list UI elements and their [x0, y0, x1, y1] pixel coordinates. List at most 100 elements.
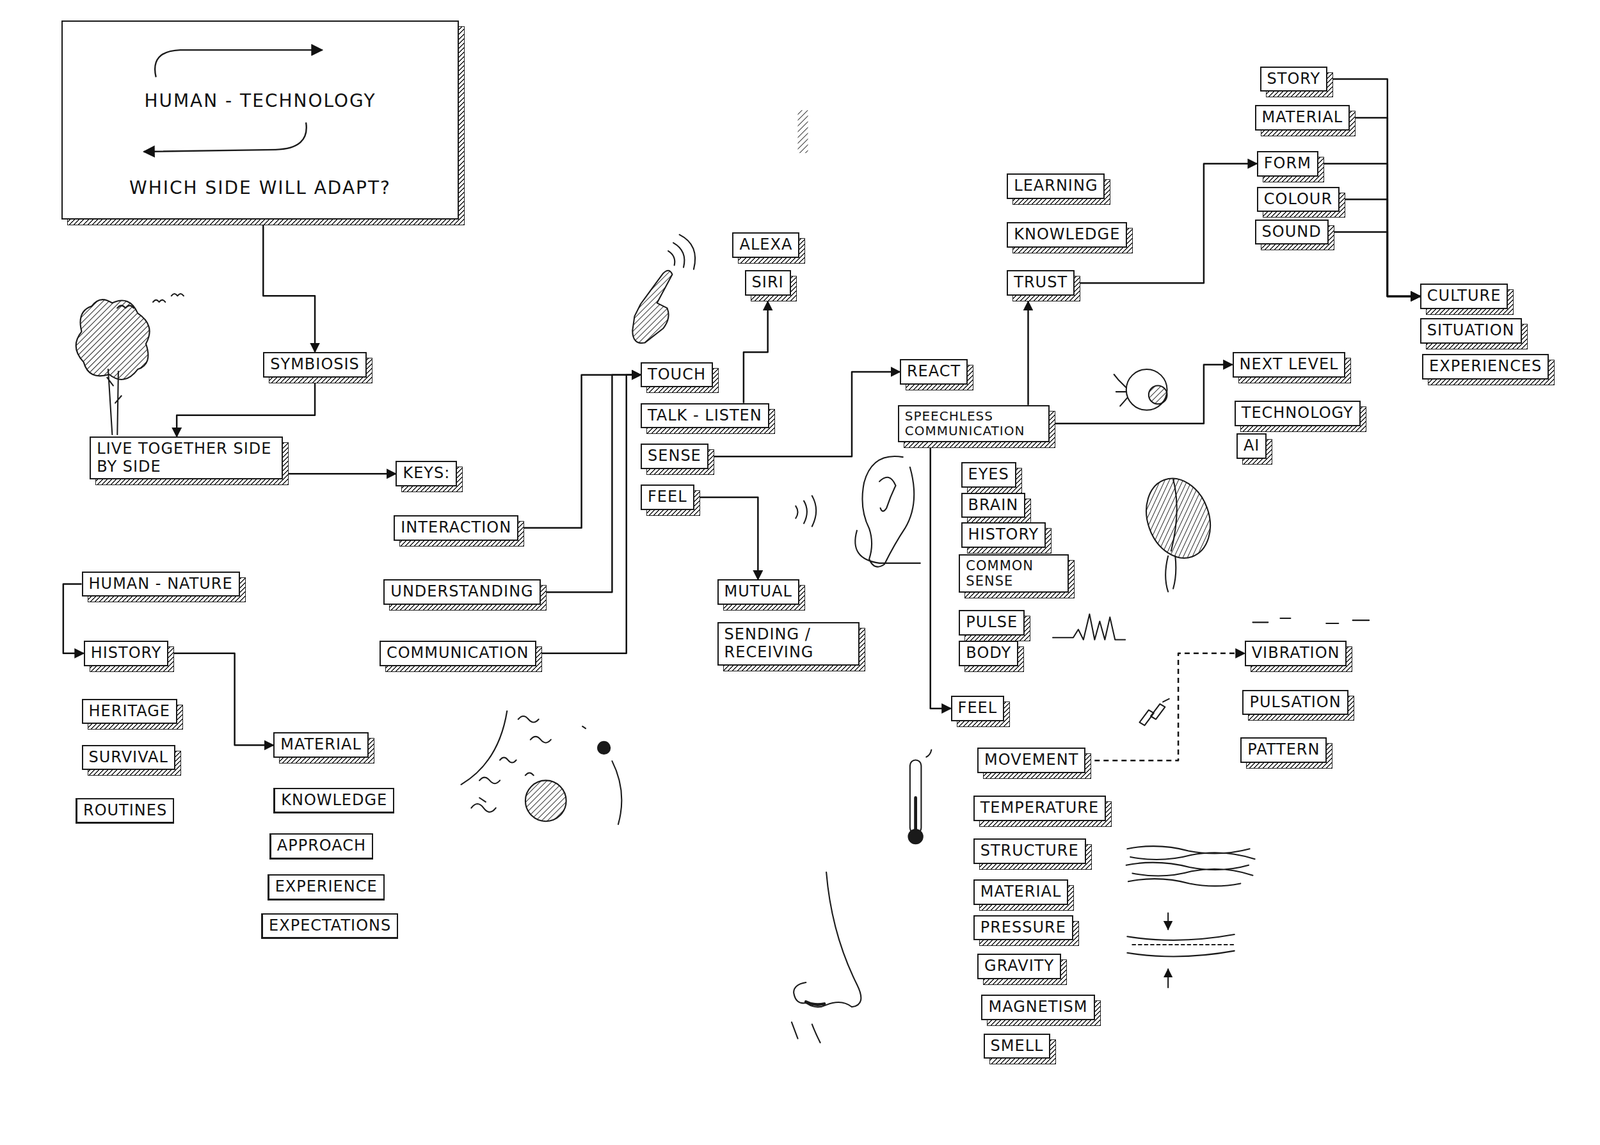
concept-box: SURVIVAL: [81, 744, 176, 771]
box-face: EXPERIENCES: [1422, 353, 1549, 380]
concept-box: FEEL: [640, 484, 695, 511]
concept-box: SIRI: [744, 270, 792, 296]
drawing-stroke: [805, 1001, 825, 1005]
connector-arrow: [263, 225, 315, 352]
connector-arrow: [930, 442, 952, 709]
globe-and-moon: [460, 711, 622, 825]
connector-arrow: [282, 472, 396, 475]
drawing-stroke: [879, 477, 896, 512]
node-text: SENSE: [647, 447, 702, 466]
box-face: PULSE: [958, 609, 1025, 636]
box-face: TEMPERATURE: [973, 795, 1107, 822]
box-face: HISTORY: [961, 522, 1047, 548]
node-text: SENDING / RECEIVING: [724, 625, 853, 662]
box-face: SOUND: [1255, 219, 1329, 246]
box-face: SMELL: [983, 1033, 1051, 1060]
box-face: STORY: [1260, 66, 1328, 93]
box-face: CULTURE: [1420, 283, 1508, 310]
node-text: LIVE TOGETHER SIDE BY SIDE: [96, 440, 276, 476]
drawing-stroke: [1252, 618, 1369, 624]
box-face: SENDING / RECEIVING: [717, 622, 860, 665]
node-text: COMMON SENSE: [965, 558, 1062, 589]
box-face: MUTUAL: [717, 579, 800, 605]
connector-arrow: [63, 583, 84, 653]
node-text: NEXT LEVEL: [1239, 355, 1339, 374]
box-face: TALK - LISTEN: [640, 403, 770, 429]
connector-arrow: [1328, 232, 1421, 297]
node-text: EXPECTATIONS: [268, 917, 392, 936]
ear-drawing: [855, 456, 921, 568]
concept-box: CULTURE: [1420, 283, 1508, 310]
node-text: KNOWLEDGE: [280, 791, 388, 810]
node-text: ALEXA: [739, 236, 793, 255]
node-text: TRUST: [1013, 273, 1068, 292]
box-face: BODY: [958, 640, 1019, 667]
concept-box: SENSE: [640, 443, 709, 470]
node-text: COLOUR: [1264, 190, 1333, 209]
pressure-symbol: [1127, 913, 1234, 988]
node-text: SPEECHLESS COMMUNICATION: [904, 408, 1043, 439]
connector-arrow: [1349, 117, 1421, 297]
node-text: SMELL: [990, 1037, 1044, 1056]
box-face: GRAVITY: [977, 953, 1062, 980]
box-face: MAGNETISM: [981, 994, 1095, 1021]
concept-box: VIBRATION: [1244, 640, 1348, 667]
concept-box: SOUND: [1255, 219, 1329, 246]
connector-arrow: [536, 375, 642, 654]
concept-box: KNOWLEDGE: [273, 787, 395, 815]
node-text: COMMUNICATION: [386, 644, 530, 663]
drawing-stroke: [1127, 934, 1234, 957]
drawing-stroke: [1165, 479, 1177, 592]
concept-box: ALEXA: [732, 232, 800, 258]
drawing-stroke: [926, 750, 932, 758]
box-face: STRUCTURE: [973, 838, 1087, 864]
node-text: BRAIN: [968, 496, 1019, 515]
node-text: ROUTINES: [83, 801, 168, 820]
box-face: KNOWLEDGE: [1006, 222, 1128, 248]
node-text: TEMPERATURE: [980, 799, 1100, 818]
brain-drawing: [1135, 469, 1221, 592]
wave-marks: [1252, 618, 1369, 624]
node-text: EYES: [968, 465, 1010, 484]
node-text: HISTORY: [90, 644, 162, 663]
concept-box: STRUCTURE: [973, 838, 1087, 864]
thermometer: [908, 750, 932, 845]
drawing-stroke: [668, 234, 696, 270]
drawing-stroke: [1126, 369, 1168, 411]
connector-arrow: [176, 383, 315, 438]
connector-arrow: [1339, 199, 1421, 296]
node-text: KEYS:: [402, 464, 450, 483]
node-text: AI: [1243, 437, 1261, 456]
connector-arrow: [518, 375, 641, 528]
drawing-stroke: [117, 293, 184, 308]
sound-waves: [795, 496, 816, 527]
node-text: VIBRATION: [1251, 644, 1341, 663]
node-text: PRESSURE: [980, 919, 1067, 937]
node-text: EXPERIENCE: [275, 878, 378, 896]
box-face: SURVIVAL: [81, 744, 176, 771]
node-text: SITUATION: [1427, 321, 1515, 340]
box-face: MATERIAL: [973, 879, 1069, 905]
drawing-stroke: [1148, 385, 1168, 405]
concept-box: AI: [1236, 433, 1268, 459]
concept-box: HISTORY: [83, 640, 169, 667]
node-text: MAGNETISM: [988, 998, 1088, 1017]
box-face: APPROACH: [269, 833, 374, 860]
concept-box: HISTORY: [961, 522, 1047, 548]
box-face: EXPERIENCE: [267, 874, 385, 901]
concept-box: MUTUAL: [717, 579, 800, 605]
concept-box: PATTERN: [1240, 737, 1327, 763]
node-text: STORY: [1267, 70, 1321, 89]
concept-box: EXPERIENCES: [1422, 353, 1549, 380]
box-face: INTERACTION: [393, 515, 519, 541]
concept-box: TECHNOLOGY: [1234, 400, 1361, 427]
concept-box: TEMPERATURE: [973, 795, 1107, 822]
drawing-stroke: [597, 741, 610, 754]
box-face: PULSATION: [1242, 689, 1348, 716]
node-text: HISTORY: [968, 526, 1040, 544]
concept-box: SENDING / RECEIVING: [717, 622, 860, 665]
concept-box: COMMON SENSE: [958, 554, 1069, 593]
concept-box: PULSE: [958, 609, 1025, 636]
connector-arrow: [1085, 653, 1245, 761]
concept-box: APPROACH: [269, 833, 374, 860]
